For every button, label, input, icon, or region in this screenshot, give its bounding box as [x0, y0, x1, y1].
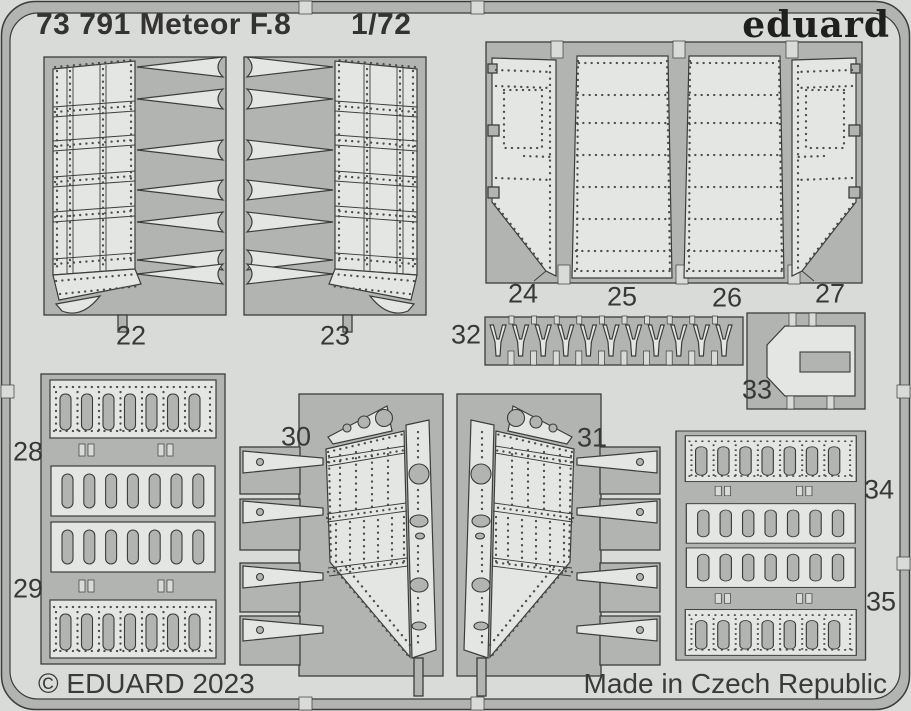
parts-34-35-artwork: [676, 431, 866, 660]
part-33-artwork: [746, 312, 866, 410]
parts-24-27-artwork: [485, 40, 863, 285]
part-32-artwork: [484, 315, 744, 366]
parts-28-29-artwork: [41, 374, 225, 664]
part-23-artwork: [244, 57, 426, 332]
part-22-artwork: [44, 57, 226, 332]
